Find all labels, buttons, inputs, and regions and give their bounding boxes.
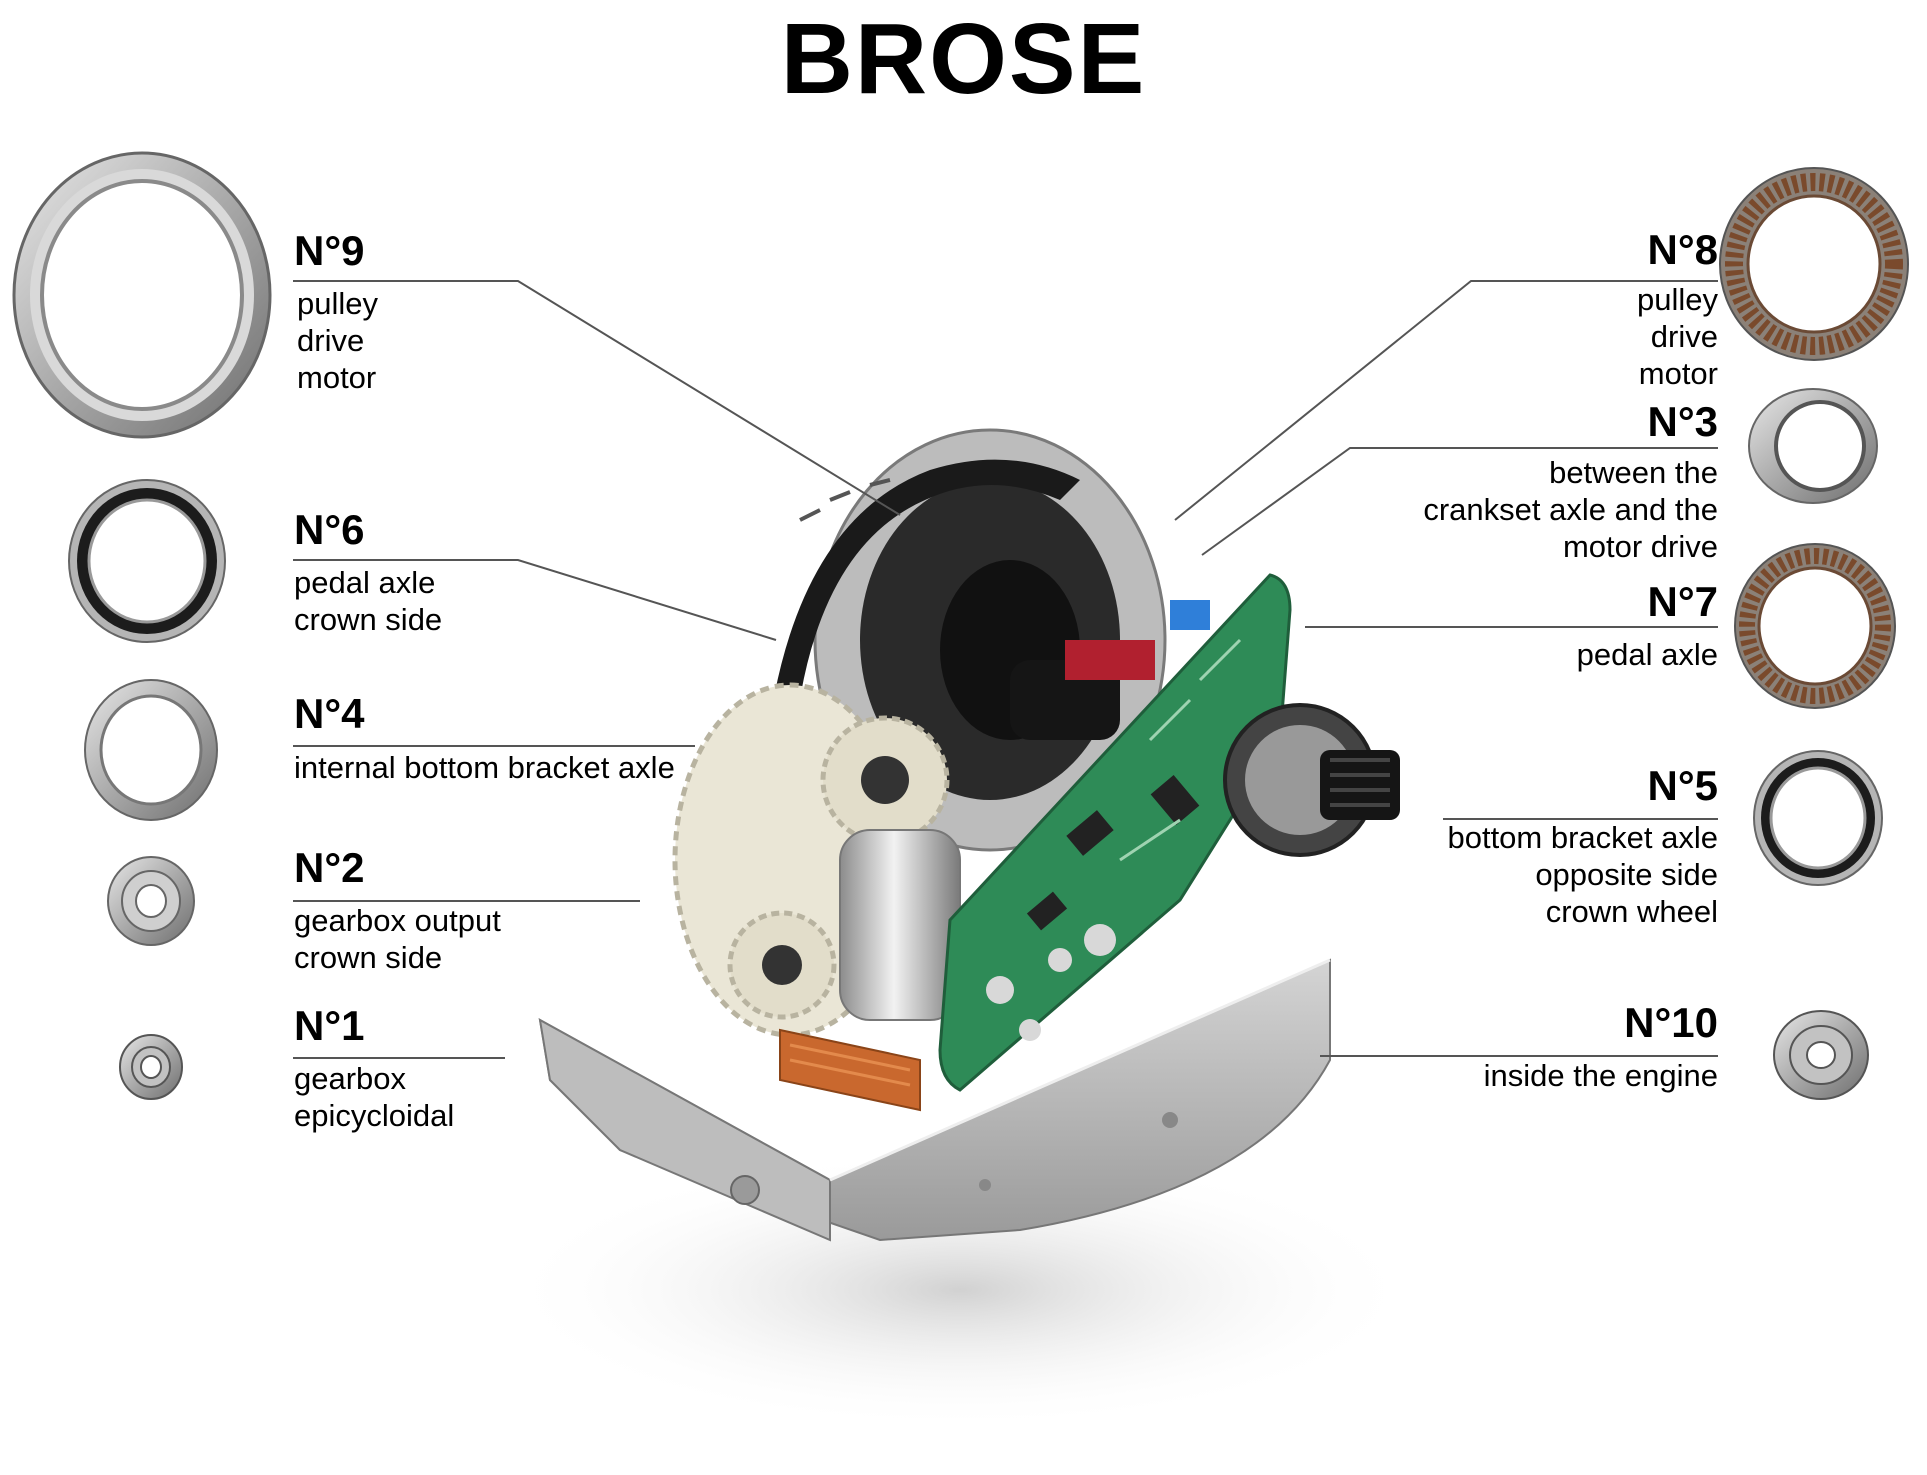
motor-housing (538, 958, 1331, 1242)
bearing-6-icon (68, 479, 226, 643)
label-3: N°3 between the crankset axle and the mo… (1340, 398, 1718, 565)
label-4-number: N°4 (294, 690, 365, 737)
label-5: N°5 bottom bracket axle opposite side cr… (1400, 762, 1718, 930)
leader-lines (293, 280, 1718, 1059)
label-7: N°7 pedal axle (1420, 578, 1718, 673)
label-9: N°9 pulley drive motor (294, 227, 524, 396)
bearing-4-icon (84, 679, 218, 821)
label-10-number: N°10 (1624, 999, 1718, 1046)
diagram-title: BROSE (780, 3, 1147, 115)
label-10: N°10 inside the engine (1400, 999, 1718, 1094)
label-6-desc: pedal axle crown side (294, 565, 443, 637)
label-6: N°6 pedal axle crown side (294, 506, 614, 638)
bearing-7-icon (1734, 543, 1896, 709)
motor-illustration (500, 428, 1420, 1430)
leader-line-6 (293, 559, 777, 641)
bearing-2-icon (107, 856, 195, 946)
label-3-number: N°3 (1647, 398, 1719, 445)
label-1-desc: gearbox epicycloidal (294, 1061, 455, 1133)
label-6-number: N°6 (294, 506, 365, 553)
label-1: N°1 gearbox epicycloidal (294, 1002, 594, 1134)
label-8-number: N°8 (1647, 226, 1719, 273)
label-7-desc: pedal axle (1576, 637, 1718, 672)
label-10-desc: inside the engine (1483, 1058, 1718, 1093)
bearing-3-icon (1748, 388, 1878, 504)
label-8-desc: pulley drive motor (1637, 282, 1718, 391)
label-5-number: N°5 (1647, 762, 1719, 809)
control-board (938, 573, 1292, 1092)
label-3-desc: between the crankset axle and the motor … (1423, 455, 1718, 564)
label-2: N°2 gearbox output crown side (294, 844, 624, 976)
drive-belt (760, 459, 1080, 830)
bearing-9-icon (12, 151, 272, 439)
motor-shadow (500, 1150, 1420, 1430)
label-7-number: N°7 (1647, 578, 1719, 625)
bearing-5-icon (1753, 750, 1883, 886)
label-9-number: N°9 (294, 227, 365, 274)
capacitor (1010, 600, 1210, 740)
label-9-desc: pulley drive motor (297, 286, 378, 395)
label-2-number: N°2 (294, 844, 365, 891)
label-2-desc: gearbox output crown side (294, 903, 501, 975)
label-1-number: N°1 (294, 1002, 365, 1049)
leader-line-3 (1201, 447, 1718, 556)
label-8: N°8 pulley drive motor (1420, 226, 1718, 392)
leader-line-9 (293, 280, 901, 516)
bearing-1-icon (119, 1034, 183, 1100)
bearing-10-icon (1773, 1010, 1869, 1100)
label-4-desc: internal bottom bracket axle (294, 750, 675, 785)
bearing-8-icon (1719, 167, 1909, 361)
label-4: N°4 internal bottom bracket axle (294, 690, 734, 786)
label-5-desc: bottom bracket axle opposite side crown … (1447, 820, 1718, 929)
leader-line-8 (1174, 280, 1718, 521)
crank-spindle (1223, 703, 1400, 857)
